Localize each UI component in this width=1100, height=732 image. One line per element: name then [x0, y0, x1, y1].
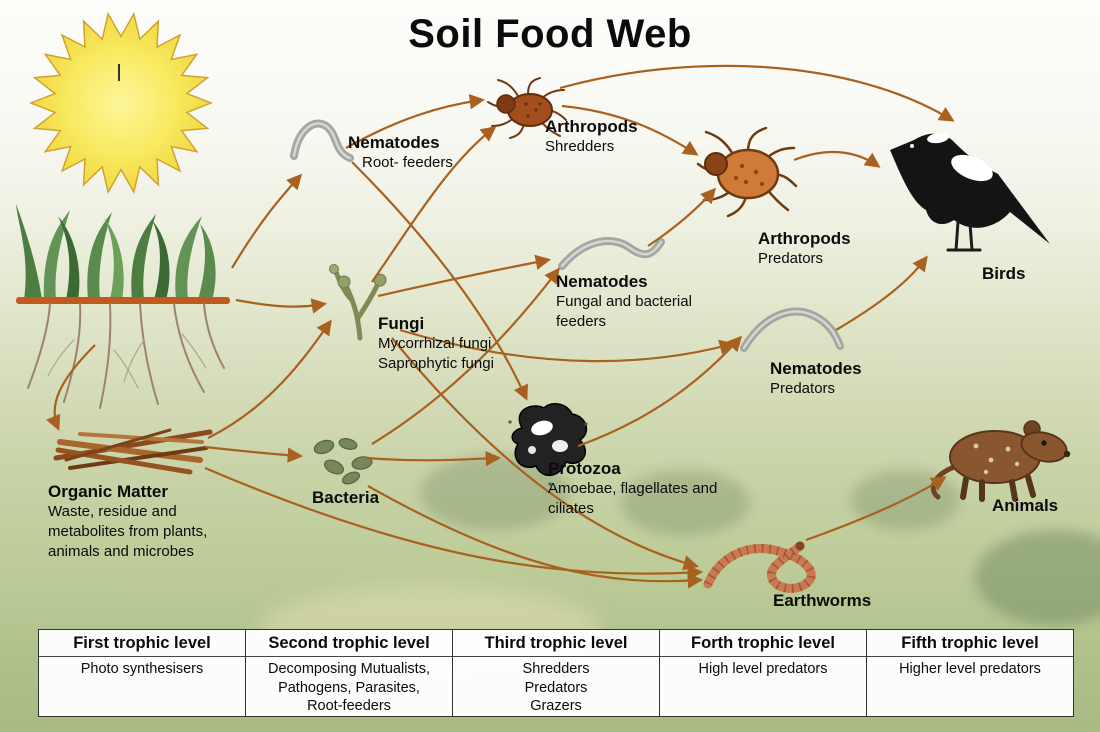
- node-title: Animals: [992, 496, 1059, 515]
- organic-matter-icon: [53, 428, 213, 475]
- trophic-col-third: Third trophic level Shredders Predators …: [453, 630, 660, 716]
- node-desc: Predators: [770, 380, 836, 397]
- node-title: Protozoa: [548, 459, 621, 478]
- node-desc: Predators: [758, 250, 824, 267]
- node-desc: Mycorrhizal fungi Saprophytic fungi: [378, 335, 494, 372]
- node-fungi: Fungi Mycorrhizal fungi Saprophytic fung…: [378, 314, 494, 374]
- column-body: Photo synthesisers: [80, 661, 204, 677]
- column-header: First trophic level: [39, 630, 245, 657]
- trophic-col-forth: Forth trophic level High level predators: [660, 630, 867, 716]
- node-desc: Shredders: [545, 138, 615, 155]
- node-title: Fungi: [378, 314, 425, 333]
- node-desc: Waste, residue and metabolites from plan…: [48, 503, 208, 560]
- background-tree: [975, 530, 1100, 625]
- node-title: Nematodes: [770, 359, 862, 378]
- node-arthropods-predators: Arthropods Predators: [758, 229, 851, 269]
- fungi-icon: [329, 264, 387, 341]
- arrow-group: [46, 64, 955, 589]
- node-nematodes-root: Nematodes Root- feeders: [348, 133, 453, 173]
- column-body: Higher level predators: [899, 661, 1041, 677]
- trophic-col-second: Second trophic level Decomposing Mutuali…: [246, 630, 453, 716]
- column-body: Shredders Predators Grazers: [522, 661, 590, 715]
- node-title: Arthropods: [758, 229, 851, 248]
- node-desc: Fungal and bacterial feeders: [556, 293, 692, 330]
- node-desc: Amoebae, flagellates and ciliates: [548, 480, 718, 517]
- node-organic-matter: Organic Matter Waste, residue and metabo…: [48, 482, 248, 561]
- node-protozoa: Protozoa Amoebae, flagellates and ciliat…: [548, 459, 738, 519]
- node-nematodes-fungal: Nematodes Fungal and bacterial feeders: [556, 272, 706, 332]
- column-header: Forth trophic level: [660, 630, 866, 657]
- node-title: Bacteria: [312, 488, 380, 507]
- column-header: Fifth trophic level: [867, 630, 1073, 657]
- sun-icon: [28, 11, 214, 195]
- node-nematodes-predators: Nematodes Predators: [770, 359, 862, 399]
- nematode-icon: [558, 237, 665, 270]
- sun-mark: [118, 64, 120, 81]
- node-title: Arthropods: [545, 117, 638, 136]
- column-body: Decomposing Mutualists, Pathogens, Paras…: [268, 661, 430, 715]
- trophic-level-table: First trophic level Photo synthesisers S…: [38, 629, 1074, 717]
- grass-icon: [16, 204, 230, 409]
- column-body: High level predators: [698, 661, 828, 677]
- node-title: Nematodes: [348, 133, 440, 152]
- node-title: Organic Matter: [48, 482, 168, 501]
- node-earthworms: Earthworms: [773, 591, 871, 611]
- node-title: Birds: [982, 264, 1026, 283]
- page-title: Soil Food Web: [408, 12, 692, 56]
- nematode-icon: [290, 119, 354, 162]
- node-bacteria: Bacteria: [312, 488, 379, 508]
- mite-icon: [487, 77, 567, 139]
- column-header: Third trophic level: [453, 630, 659, 657]
- bird-icon: [890, 132, 1050, 252]
- node-arthropods-shredders: Arthropods Shredders: [545, 117, 638, 157]
- nematode-icon: [740, 307, 844, 352]
- column-header: Second trophic level: [246, 630, 452, 657]
- background-tree: [620, 470, 750, 535]
- protozoa-icon: [508, 402, 588, 486]
- node-desc: Root- feeders: [362, 154, 453, 171]
- node-title: Earthworms: [773, 591, 872, 610]
- earthworm-icon: [703, 541, 816, 593]
- node-title: Nematodes: [556, 272, 648, 291]
- bacteria-icon: [313, 438, 373, 485]
- mite-icon: [696, 126, 798, 218]
- trophic-col-fifth: Fifth trophic level Higher level predato…: [867, 630, 1073, 716]
- node-birds: Birds: [982, 264, 1025, 284]
- node-animals: Animals: [992, 496, 1058, 516]
- trophic-col-first: First trophic level Photo synthesisers: [39, 630, 246, 716]
